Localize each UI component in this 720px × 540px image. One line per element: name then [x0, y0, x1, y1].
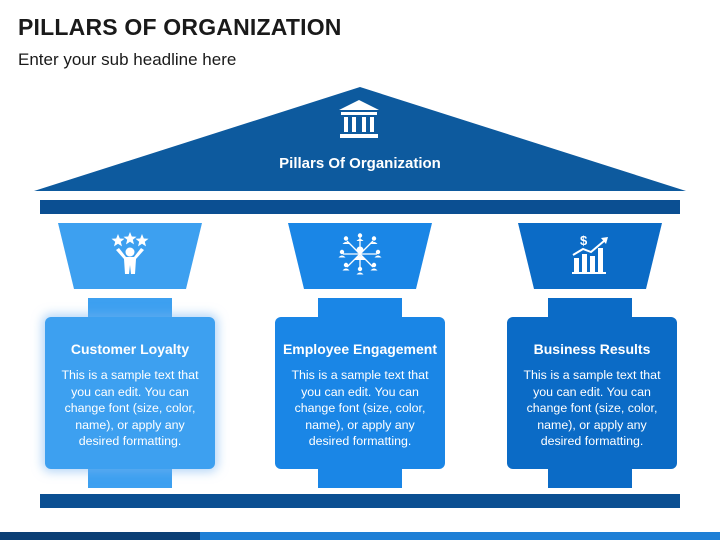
achiever-stars-icon	[111, 232, 149, 274]
pillar-title: Business Results	[533, 341, 651, 357]
pillar-card-customer-loyalty: Customer Loyalty This is a sample text t…	[45, 317, 215, 469]
roof	[34, 87, 686, 191]
footer-stripe-light	[200, 532, 720, 540]
pillar-card-employee-engagement: Employee Engagement This is a sample tex…	[275, 317, 445, 469]
top-beam	[40, 200, 680, 214]
pillar-body: This is a sample text that you can edit.…	[523, 368, 661, 449]
roof-label: Pillars Of Organization	[279, 155, 441, 172]
pillar-card-business-results: Business Results This is a sample text t…	[507, 317, 677, 469]
pillar-capital-1	[58, 223, 202, 289]
page-title: PILLARS OF ORGANIZATION	[18, 14, 342, 40]
pillar-title: Employee Engagement	[282, 341, 438, 357]
bank-building-icon	[339, 100, 379, 138]
pillar-capital-2	[288, 223, 432, 289]
page-subtitle: Enter your sub headline here	[18, 50, 237, 69]
footer-stripe-dark	[0, 532, 200, 540]
pillar-title: Customer Loyalty	[70, 341, 190, 357]
growth-chart-dollar-icon: $	[572, 233, 608, 274]
base-beam	[40, 494, 680, 508]
pillar-body: This is a sample text that you can edit.…	[61, 368, 199, 449]
pillar-capital-3: $	[518, 223, 662, 289]
pillar-body: This is a sample text that you can edit.…	[291, 368, 429, 449]
svg-text:$: $	[580, 233, 588, 248]
network-people-icon	[338, 233, 382, 275]
